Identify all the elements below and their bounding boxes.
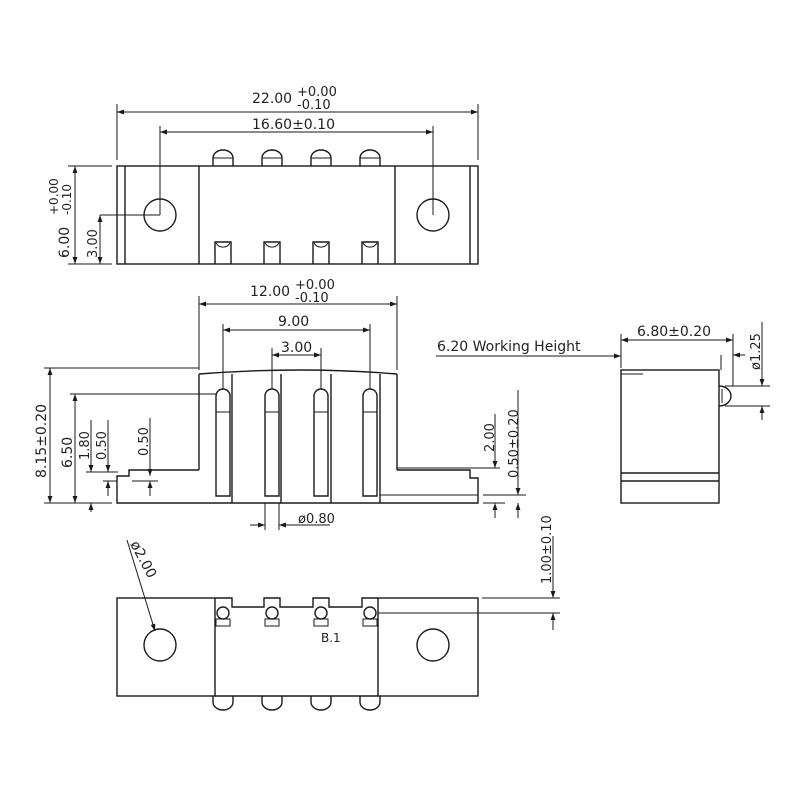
bottom-left-block xyxy=(116,597,216,697)
side-pin-tip xyxy=(718,385,732,407)
flange-step-left-label: 0.50 xyxy=(137,427,152,456)
body-width-tol-minus: -0.10 xyxy=(295,291,329,306)
pin-2 xyxy=(264,388,280,497)
pin-pitch-label: 3.00 xyxy=(281,340,312,356)
overall-length-label: 22.00 xyxy=(252,91,292,107)
bottom-right-mount-hole xyxy=(416,628,450,662)
mount-hole-diameter-label: ø2.00 xyxy=(126,538,159,581)
flange-step-right-label: 2.00 xyxy=(483,423,498,452)
working-height-label: 6.20 Working Height xyxy=(437,339,581,355)
pin-4 xyxy=(362,388,378,497)
bottom-pin-contacts xyxy=(215,606,378,627)
hole-pitch-label: 16.60±0.10 xyxy=(252,117,335,133)
top-view: 22.00 +0.00 -0.10 16.60±0.10 6.00 +0.00 … xyxy=(47,85,479,265)
pin-diameter-label: ø0.80 xyxy=(298,512,335,527)
top-view-body xyxy=(116,165,479,265)
pin-3 xyxy=(313,388,329,497)
pin-top-height-label: 6.50 xyxy=(60,437,76,468)
side-view: 6.20 Working Height 6.80±0.20 ø1.25 xyxy=(436,322,770,504)
side-view-body xyxy=(620,369,720,504)
bottom-pin-domes xyxy=(212,696,381,711)
flange-thickness-left-label: 0.50 xyxy=(95,431,110,460)
overall-height-label: 8.15±0.20 xyxy=(34,404,50,478)
height-tol-minus: -0.10 xyxy=(60,184,74,215)
overall-length-tol-minus: -0.10 xyxy=(297,98,331,113)
tip-diameter-label: ø1.25 xyxy=(749,333,764,370)
pin-marker-label: B.1 xyxy=(321,631,341,645)
body-width-label: 12.00 xyxy=(250,284,290,300)
bottom-right-block xyxy=(377,597,479,697)
depth-label: 6.80±0.20 xyxy=(637,324,711,340)
height-label: 6.00 xyxy=(57,227,73,258)
pin-span-label: 9.00 xyxy=(278,314,309,330)
bottom-view: B.1 ø2.00 1.00±0.10 xyxy=(116,515,560,711)
top-bottom-notches xyxy=(214,241,379,264)
pin-1 xyxy=(215,388,231,497)
flange-thickness-right-label: 0.50±0.20 xyxy=(507,409,522,478)
pin-offset-label: 1.00±0.10 xyxy=(540,515,555,584)
front-view: 12.00 +0.00 -0.10 9.00 3.00 8.15±0.20 6.… xyxy=(34,278,526,530)
front-pins xyxy=(215,370,378,497)
body-width-tol-plus: +0.00 xyxy=(295,278,335,293)
flange-offset-label: 1.80 xyxy=(78,431,93,460)
overall-length-tol-plus: +0.00 xyxy=(297,85,337,100)
height-tol-plus: +0.00 xyxy=(47,178,61,215)
hole-center-height-label: 3.00 xyxy=(86,229,101,258)
bottom-left-mount-hole xyxy=(143,628,177,662)
top-pin-domes xyxy=(212,149,381,166)
